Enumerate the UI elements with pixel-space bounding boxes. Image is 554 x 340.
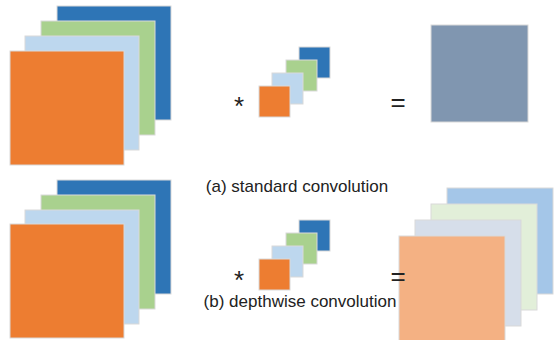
output-map-a bbox=[431, 25, 528, 122]
operator-symbol: = bbox=[390, 89, 405, 115]
filter-stack-a bbox=[259, 47, 330, 117]
caption-label: (a) standard convolution bbox=[206, 178, 388, 195]
caption-label: (b) depthwise convolution bbox=[204, 293, 397, 310]
operator-symbol: * bbox=[234, 267, 244, 293]
input-stack-a bbox=[10, 6, 171, 165]
filter-stack-b bbox=[259, 220, 330, 290]
input-stack-b bbox=[10, 180, 171, 338]
output-stack-b bbox=[399, 188, 553, 340]
operator-symbol: * bbox=[234, 93, 244, 119]
operator-symbol: = bbox=[390, 263, 405, 289]
